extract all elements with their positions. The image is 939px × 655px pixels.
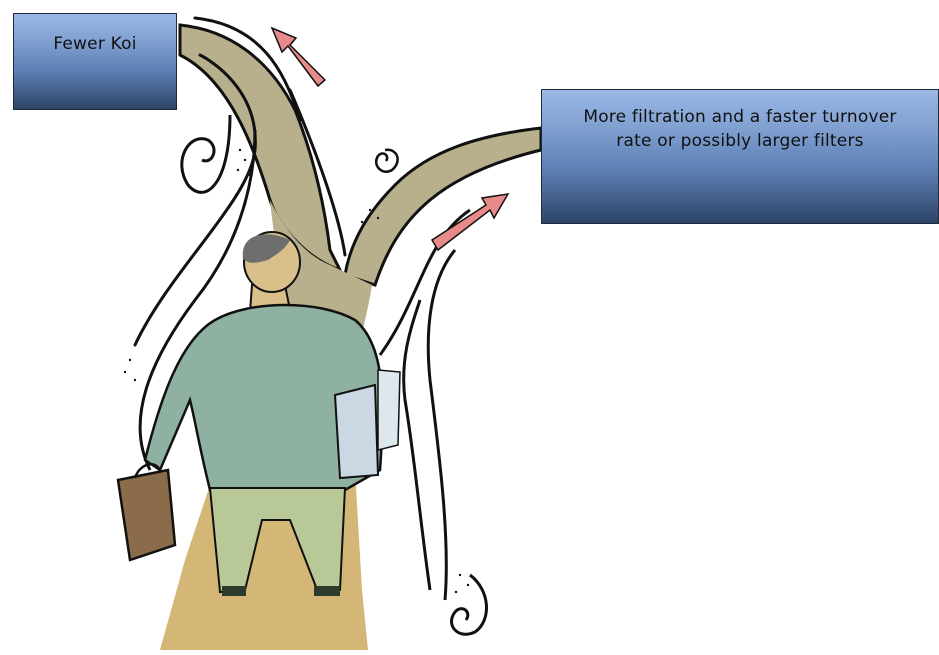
arrow-up-right [432, 194, 508, 250]
more-filtration-label-box: More filtration and a faster turnover ra… [541, 89, 939, 224]
spiral-left [182, 115, 230, 192]
man-shoe-right [314, 586, 340, 596]
fewer-koi-text: Fewer Koi [53, 34, 136, 54]
more-filtration-text-line1: More filtration and a faster turnover [542, 105, 938, 129]
spiral-small-top [376, 150, 397, 172]
spiral-bottom-right [452, 575, 487, 634]
more-filtration-text-line2: rate or possibly larger filters [542, 129, 938, 153]
fewer-koi-label-box: Fewer Koi [13, 13, 177, 110]
arrow-up-left [272, 28, 325, 86]
path-branch-left [180, 25, 340, 270]
briefcase [118, 470, 175, 560]
man-shoe-left [222, 586, 246, 596]
path-branch-right [345, 128, 541, 285]
folder-back [378, 370, 400, 450]
folder-papers [335, 385, 378, 478]
